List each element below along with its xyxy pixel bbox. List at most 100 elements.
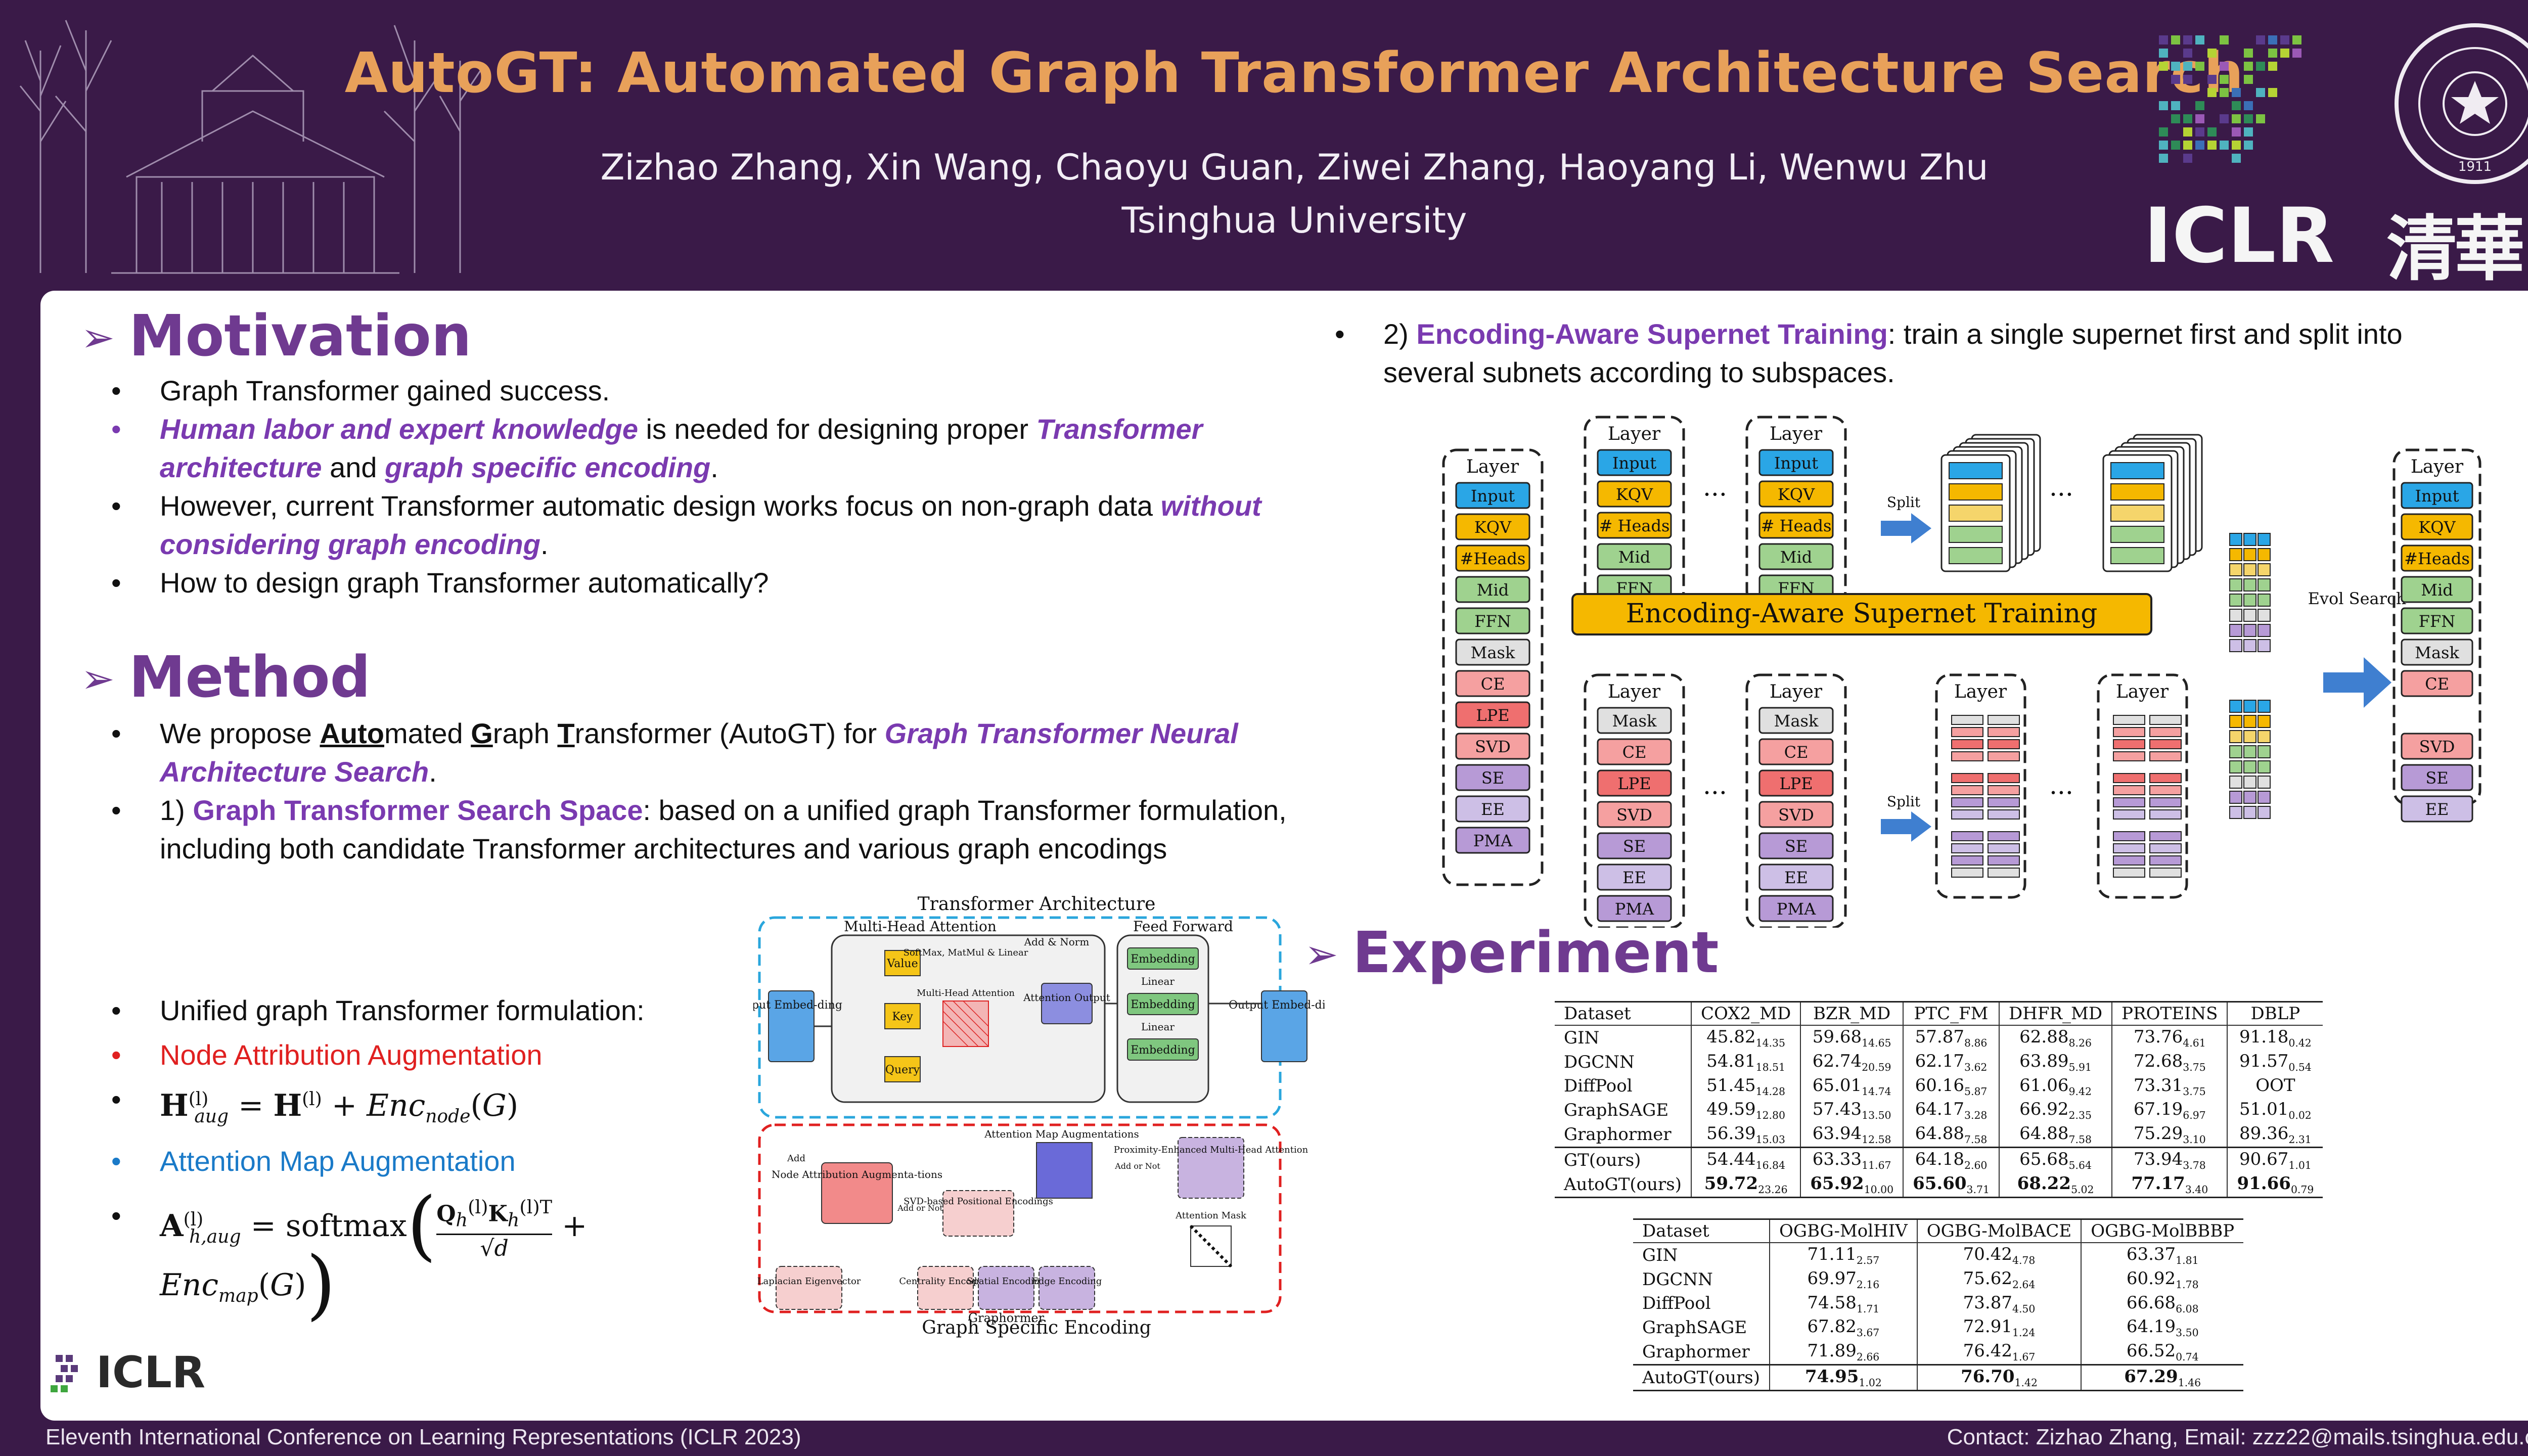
top-layer-item-label: Input [1774,453,1818,473]
final-layer-item-label: Mid [2421,580,2453,600]
subnet-op-box [2113,715,2145,725]
subnet-op-box [1951,868,1983,878]
supernet-text: •2) Encoding-Aware Supernet Training: tr… [1335,315,2498,392]
bullet-text: ransformer (AutoGT) for [574,717,885,749]
table-cell: 64.887.58 [1903,1122,1999,1148]
table-cell: 49.5912.80 [1691,1098,1801,1123]
left-layer-item-label: FFN [1474,612,1511,631]
subnet-op-box [2113,831,2145,841]
list-item: •Human labor and expert knowledge is nee… [111,413,1203,483]
bullet-text: However, current Transformer automatic d… [160,490,1161,522]
subnet-op-box [1951,855,1983,866]
table-cell: 59.6814.65 [1800,1025,1904,1050]
logo-pixel [2183,114,2192,123]
table-cell: 66.686.08 [2081,1291,2244,1316]
bottom-layer-item-box [1597,801,1672,828]
subnet-op-box [2243,548,2256,561]
subnet-op-box [2229,700,2242,713]
layer-label: Layer [1770,681,1823,702]
logo-pixel [2256,35,2265,44]
logo-pixel [2171,62,2180,71]
table-cell: 65.685.64 [1998,1146,2112,1172]
logo-pixel [2244,75,2253,84]
list-item: •1) Graph Transformer Search Space: base… [111,794,1287,864]
iclr-small-logo: ICLR [96,1347,206,1398]
subnet-op-box [1949,547,2003,564]
subnet-op-box [2113,773,2145,783]
final-layer-item-label: FFN [2419,612,2455,631]
table-cell: 54.8118.51 [1691,1050,1801,1074]
table-cell: 67.823.67 [1769,1315,1917,1340]
top-layer-item-box [1758,543,1834,570]
left-layer-item-label: #Heads [1460,549,1526,568]
subnet-op-box [2149,715,2182,725]
subnet-op-box [2258,609,2271,622]
bullet-text: 1) [160,794,193,826]
top-layer-item-label: KQV [1778,485,1815,504]
logo-pixel [2207,49,2217,58]
logo-pixel [2183,75,2192,84]
logo-pixel [2220,88,2229,97]
left-layer-item-label: KQV [1474,518,1512,537]
top-layer-item-label: Input [1612,453,1656,473]
encoding-title: Graph Specific Encoding [922,1317,1151,1338]
input-embed-label: Input Embed-ding [753,999,842,1012]
table-cell: 64.182.60 [1903,1146,1999,1172]
subnet-op-box [2110,526,2164,543]
left-layer-item-label: LPE [1476,706,1509,725]
subnet-op-box [2113,843,2145,853]
spatial-label: Spatial Encoding [967,1276,1046,1287]
final-layer-item-box [2401,513,2473,540]
top-layer-item-label: KQV [1616,485,1653,504]
logo-pixel [2256,62,2265,71]
subnet-op-box [2149,843,2182,853]
left-layer-item-box [1455,733,1530,760]
subnet-op-box [2243,791,2256,804]
logo-pixel [2183,127,2192,136]
bullet-emph: Graph Transformer Neural Architecture Se… [160,717,1238,788]
iclr-small-logo-icon [51,1355,78,1392]
left-layer-item-label: Mask [1471,643,1515,662]
subnet-op-box [2149,773,2182,783]
table-cell: 72.911.24 [1916,1315,2082,1340]
logo-pixel [2244,62,2253,71]
subnet-op-box [2258,776,2271,789]
bottom-layer-item-box [1597,863,1672,891]
table-cell: 90.671.01 [2227,1146,2323,1172]
method-heading: ➢Method [81,645,371,710]
table-cell: 91.180.42 [2227,1025,2323,1050]
left-layer-item-label: EE [1481,800,1505,819]
subnet-op-box [2258,730,2271,743]
logo-pixel [2159,141,2168,150]
subnet-op-box [2229,791,2242,804]
bullet-text: raph [492,717,558,749]
final-layer-item-box [2401,795,2473,823]
table-cell: 73.313.75 [2111,1074,2228,1099]
row-label: DiffPool [1642,1293,1711,1314]
column-header: BZR_MD [1800,1001,1904,1026]
bullet-emph: Human labor and expert knowledge [160,413,638,445]
table-cell: OOT [2227,1074,2323,1099]
top-layer-item-label: Mid [1780,548,1812,567]
table-cell: 91.660.79 [2227,1172,2323,1198]
subnet-op-box [2258,745,2271,758]
subnet-op-box [2229,760,2242,774]
subnet-op-box [1951,739,1983,749]
bottom-layer-item-label: SE [1785,837,1808,856]
final-layer-item-label: #Heads [2404,549,2470,568]
logo-pixel [2207,141,2217,150]
subnet-op-box [2243,700,2256,713]
final-layer-item-box [2401,544,2473,572]
left-layer-item-label: Input [1471,486,1515,506]
subnet-op-box [1988,843,2020,853]
table-cell: 72.683.75 [2111,1050,2228,1074]
logo-pixel [2232,141,2241,150]
mask-label: Attention Mask [1175,1210,1247,1221]
top-layer-item-box [1758,512,1834,539]
logo-pixel [2171,141,2180,150]
subnet-op-box [1988,785,2020,795]
layer-label: Layer [1466,457,1519,477]
logo-pixel [2292,49,2301,58]
